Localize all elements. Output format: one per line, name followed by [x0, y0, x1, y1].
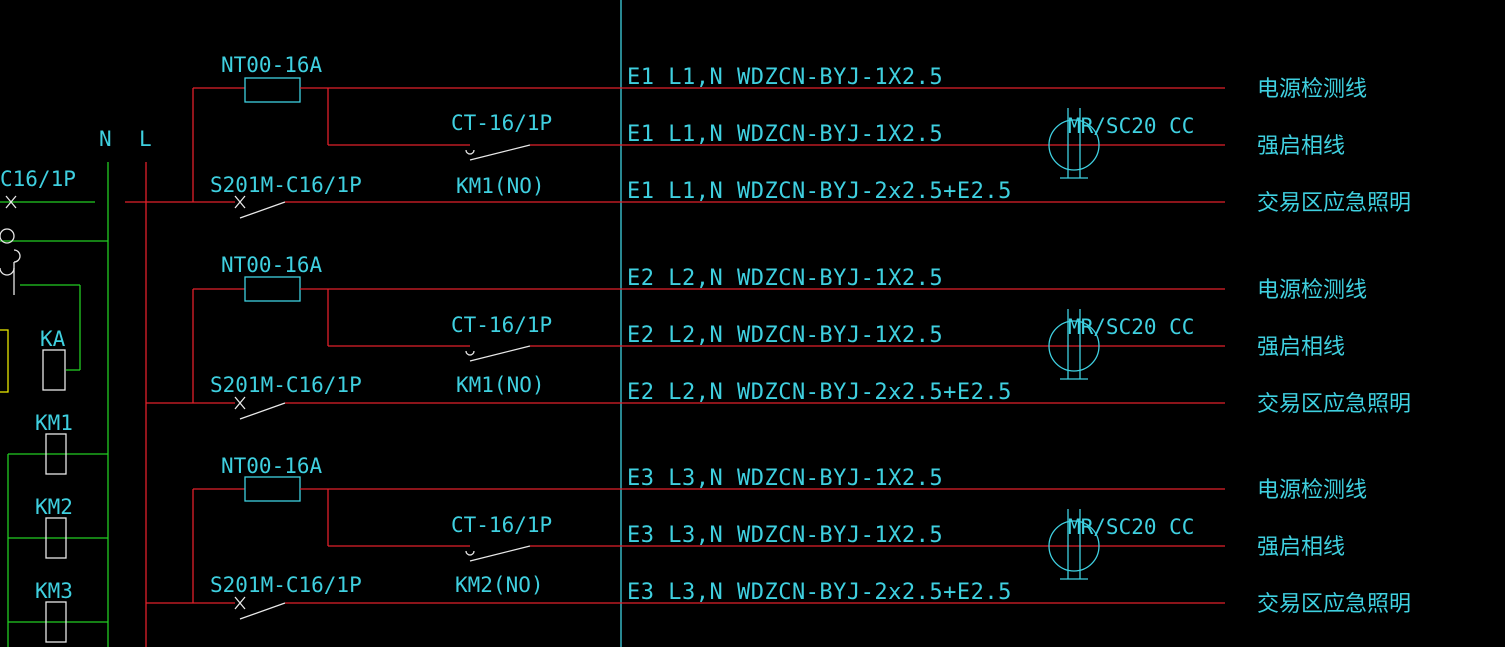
- destination-label-1: 电源检测线: [1257, 478, 1367, 503]
- breaker-label: S201M-C16/1P: [210, 573, 362, 597]
- circuit-group-3: NT00-16A CT-16/1P KM2(NO) S201M-C16/1P E…: [146, 454, 1411, 620]
- control-breaker-label: C16/1P: [0, 167, 76, 191]
- contactor-label-3: KM3: [35, 579, 73, 603]
- contactor-tag-label: KM1(NO): [456, 174, 545, 198]
- destination-label-2: 强启相线: [1257, 134, 1345, 159]
- destination-label-1: 电源检测线: [1257, 77, 1367, 102]
- breaker-contact: [234, 596, 286, 620]
- breaker-label: S201M-C16/1P: [210, 173, 362, 197]
- fuse-symbol: [244, 476, 301, 502]
- conduit-symbol: [1048, 309, 1100, 380]
- conduit-label: MR/SC20 CC: [1068, 515, 1194, 539]
- contactor-type-label: CT-16/1P: [451, 513, 552, 537]
- breaker-contact: [234, 396, 286, 420]
- circuit-group-2: NT00-16A CT-16/1P KM1(NO) S201M-C16/1P E…: [146, 253, 1411, 420]
- destination-label-3: 交易区应急照明: [1257, 592, 1411, 617]
- breaker-label: S201M-C16/1P: [210, 373, 362, 397]
- fuse-label: NT00-16A: [221, 454, 323, 478]
- destination-label-1: 电源检测线: [1257, 278, 1367, 303]
- cable-label-1: E1 L1,N WDZCN-BYJ-1X2.5: [627, 65, 943, 90]
- breaker-contact: [234, 195, 286, 219]
- cable-label-2: E3 L3,N WDZCN-BYJ-1X2.5: [627, 523, 943, 548]
- contactor-tag-label: KM1(NO): [456, 373, 545, 397]
- cable-label-1: E2 L2,N WDZCN-BYJ-1X2.5: [627, 266, 943, 291]
- fuse-symbol: [244, 77, 301, 103]
- contactor-type-label: CT-16/1P: [451, 111, 552, 135]
- relay-label: KA: [40, 327, 66, 351]
- neutral-label: N: [99, 127, 112, 151]
- cable-label-1: E3 L3,N WDZCN-BYJ-1X2.5: [627, 466, 943, 491]
- cable-label-2: E1 L1,N WDZCN-BYJ-1X2.5: [627, 122, 943, 147]
- conduit-symbol: [1048, 108, 1100, 179]
- fuse-symbol: [244, 276, 301, 302]
- fuse-label: NT00-16A: [221, 53, 323, 77]
- destination-label-3: 交易区应急照明: [1257, 392, 1411, 417]
- circuit-group-1: NT00-16A CT-16/1P KM1(NO) S201M-C16/1P E…: [192, 53, 1411, 219]
- contactor-label-2: KM2: [35, 495, 73, 519]
- fuse-label: NT00-16A: [221, 253, 323, 277]
- contactor-label-1: KM1: [35, 411, 73, 435]
- live-label: L: [139, 127, 152, 151]
- control-circuit: C16/1P KA KM1 KM2 KM3: [0, 162, 109, 647]
- cable-label-3: E3 L3,N WDZCN-BYJ-2x2.5+E2.5: [627, 580, 1012, 605]
- conduit-label: MR/SC20 CC: [1068, 315, 1194, 339]
- contactor-contact: [465, 545, 531, 562]
- relay-coil: [42, 349, 66, 391]
- destination-label-2: 强启相线: [1257, 535, 1345, 560]
- destination-label-2: 强启相线: [1257, 335, 1345, 360]
- contactor-tag-label: KM2(NO): [455, 573, 544, 597]
- cable-label-2: E2 L2,N WDZCN-BYJ-1X2.5: [627, 323, 943, 348]
- conduit-label: MR/SC20 CC: [1068, 114, 1194, 138]
- cable-label-3: E2 L2,N WDZCN-BYJ-2x2.5+E2.5: [627, 380, 1012, 405]
- conduit-symbol: [1048, 509, 1100, 580]
- contactor-type-label: CT-16/1P: [451, 313, 552, 337]
- destination-label-3: 交易区应急照明: [1257, 191, 1411, 216]
- contactor-contact: [465, 345, 531, 362]
- contactor-contact: [465, 144, 531, 161]
- cable-label-3: E1 L1,N WDZCN-BYJ-2x2.5+E2.5: [627, 179, 1012, 204]
